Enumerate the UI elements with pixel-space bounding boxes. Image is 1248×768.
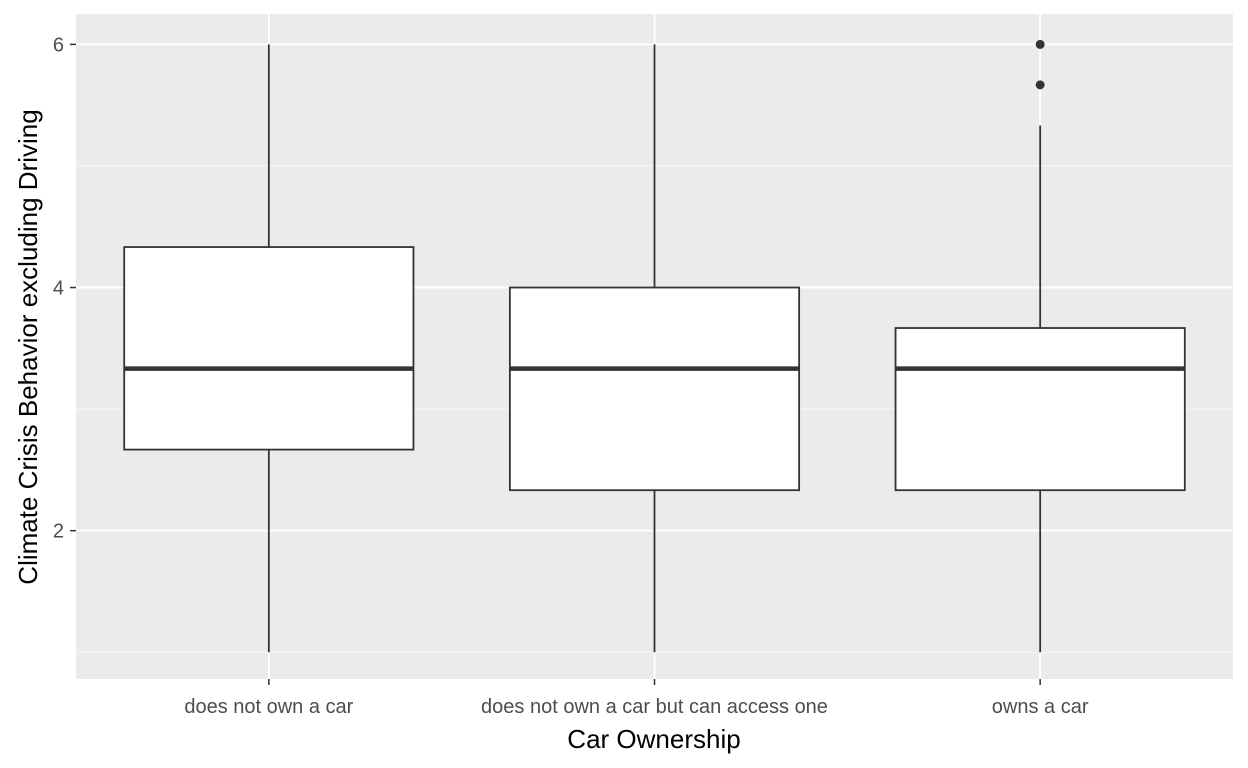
box-group: [894, 39, 1186, 653]
y-tick-label: 4: [53, 278, 64, 300]
y-axis-title: Climate Crisis Behavior excluding Drivin…: [13, 109, 43, 584]
y-tick-label: 2: [53, 521, 64, 543]
x-axis-title: Car Ownership: [567, 724, 740, 754]
x-tick-label: owns a car: [992, 696, 1089, 718]
iqr-box: [894, 327, 1186, 492]
iqr-box: [123, 246, 415, 451]
outlier-point: [1035, 80, 1045, 90]
iqr-box: [508, 286, 801, 492]
box-group: [123, 44, 415, 653]
box-series: [123, 39, 1186, 653]
box-group: [508, 44, 801, 653]
outlier-point: [1035, 39, 1045, 49]
x-tick-label: does not own a car: [184, 696, 353, 718]
y-tick-label: 6: [53, 34, 64, 56]
axes: 2 4 6 does not own a car does not own a car …: [53, 34, 1089, 718]
x-tick-label: does not own a car but can access one: [481, 696, 828, 718]
